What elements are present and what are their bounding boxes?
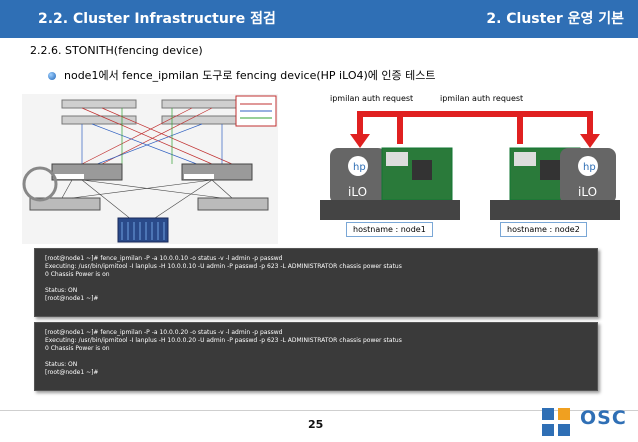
network-topology-diagram <box>22 94 278 244</box>
section-title: 2.2. Cluster Infrastructure 점검 <box>38 11 276 27</box>
terminal-output-2: [root@node1 ~]# fence_ipmilan -P -a 10.0… <box>34 322 598 391</box>
auth-label-2: ipmilan auth request <box>440 94 524 103</box>
terminal-line: 0 Chassis Power is on <box>45 271 110 278</box>
terminal-line: Status: ON <box>45 287 78 294</box>
svg-text:iLO: iLO <box>578 185 597 199</box>
bullet-text: node1에서 fence_ipmilan 도구로 fencing device… <box>64 69 436 82</box>
server-icon <box>320 200 460 220</box>
terminal-line: Status: ON <box>45 361 78 368</box>
hostname-node2: hostname : node2 <box>500 222 587 237</box>
switch-icon <box>161 115 237 125</box>
svg-text:iLO: iLO <box>348 185 367 199</box>
subheading: 2.2.6. STONITH(fencing device) <box>30 44 203 57</box>
terminal-line: [root@node1 ~]# fence_ipmilan -P -a 10.0… <box>45 329 283 336</box>
osc-logo: OSC <box>540 405 628 439</box>
auth-label-1: ipmilan auth request <box>330 94 414 103</box>
svg-text:hp: hp <box>353 162 366 173</box>
arrow-icon <box>357 111 410 134</box>
header-bar <box>0 0 638 38</box>
terminal-line <box>45 279 402 287</box>
switch-icon <box>61 99 137 109</box>
bullet-icon <box>48 72 56 80</box>
magnifier-icon <box>22 166 58 202</box>
terminal-line: Executing: /usr/bin/ipmitool -I lanplus … <box>45 337 402 344</box>
switch-icon <box>161 99 237 109</box>
ilo-diagram: hp iLO hp iLO <box>320 111 620 220</box>
switch-icon <box>61 115 137 125</box>
chapter-title: 2. Cluster 운영 기본 <box>486 11 624 27</box>
switch-icon <box>197 197 269 211</box>
terminal-line: [root@node1 ~]# fence_ipmilan -P -a 10.0… <box>45 255 283 262</box>
logo-text: OSC <box>580 407 627 429</box>
terminal-line: Executing: /usr/bin/ipmitool -I lanplus … <box>45 263 402 270</box>
terminal-output-1: [root@node1 ~]# fence_ipmilan -P -a 10.0… <box>34 248 598 317</box>
terminal-line: 0 Chassis Power is on <box>45 345 110 352</box>
terminal-line <box>45 353 402 361</box>
svg-text:hp: hp <box>583 162 596 173</box>
switch-icon <box>29 197 101 211</box>
footer-divider <box>0 410 638 411</box>
logo-icon <box>542 408 570 436</box>
storage-array-icon <box>117 217 169 243</box>
arrow-down-icon <box>580 134 600 148</box>
terminal-line: [root@node1 ~]# <box>45 369 99 376</box>
arrow-down-icon <box>350 134 370 148</box>
server-icon <box>490 200 620 220</box>
terminal-line: [root@node1 ~]# <box>45 295 99 302</box>
page-number: 25 <box>308 418 324 431</box>
hostname-node1: hostname : node1 <box>346 222 433 237</box>
